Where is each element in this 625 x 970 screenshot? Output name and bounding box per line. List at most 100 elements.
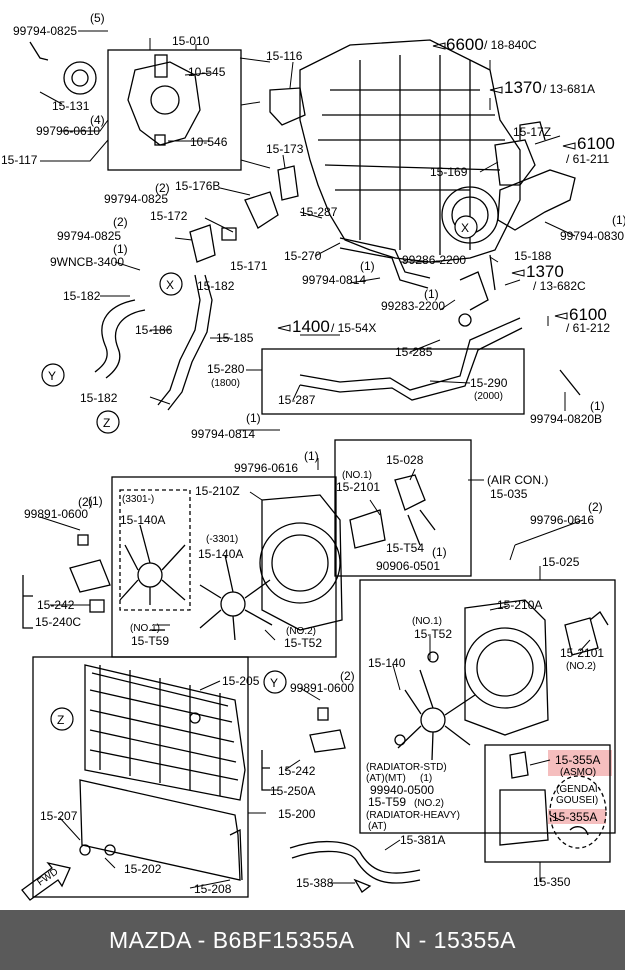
part-label: (GENDAI <box>556 784 598 795</box>
part-label: 15-010 <box>172 34 210 48</box>
fwd-arrow-icon: FWD <box>21 861 71 901</box>
part-label: 15-117 <box>1 153 38 167</box>
part-label: (1) <box>432 545 447 559</box>
part-label-15-355a-gendai: 15-355A <box>552 810 597 824</box>
reservoir-drawing <box>289 744 611 893</box>
footer-ref: N - 15355A <box>394 926 516 953</box>
part-label: 15-171 <box>230 259 268 273</box>
part-label: 15-210A <box>497 598 542 612</box>
part-label: 99794-0814 <box>191 427 255 441</box>
part-label: (1) <box>88 494 103 508</box>
callout-z-hose: Z <box>103 416 110 430</box>
part-label: 99794-0825 <box>57 229 121 243</box>
part-label: (NO.1) <box>130 623 160 634</box>
part-label: 99286-2200 <box>402 253 466 267</box>
part-label: 15-176B <box>175 179 220 193</box>
part-label: 15-140 <box>368 656 406 670</box>
part-label: 15-287 <box>300 205 338 219</box>
ref-6100-b-sub: / 61-212 <box>566 321 610 335</box>
part-label: 15-T59 <box>131 634 169 648</box>
bracket-drawings <box>22 534 346 791</box>
ref-1400: 1400 <box>292 317 330 336</box>
part-label: (1) <box>113 242 128 256</box>
part-label: (2) <box>588 500 603 514</box>
part-label: 99794-0825 <box>13 24 77 38</box>
part-label: 15-182 <box>197 279 235 293</box>
part-label-15-355a-asmo: 15-355A <box>555 753 600 767</box>
parts-diagram: X X Y Z Y Z 6600 / 18-840C 1370 / 13-681… <box>1 11 625 901</box>
part-label: (2000) <box>474 391 503 402</box>
part-label: 15-116 <box>266 49 303 63</box>
part-label: (AT) <box>368 821 387 832</box>
part-label: 15-250A <box>270 784 315 798</box>
ref-6600-sub: / 18-840C <box>484 38 537 52</box>
part-label: 15-188 <box>514 249 552 263</box>
part-label: (ASMO) <box>560 767 596 778</box>
part-label: 15-210Z <box>195 484 240 498</box>
footer-brand: MAZDA <box>109 926 191 953</box>
part-label: (5) <box>90 11 105 25</box>
part-label: (1) <box>304 449 319 463</box>
part-label: 99794-0830 <box>560 229 624 243</box>
part-label: 15-185 <box>216 331 254 345</box>
part-label: 15-205 <box>222 674 260 688</box>
part-label: 15-285 <box>395 345 433 359</box>
part-label: 15-2101 <box>560 646 604 660</box>
ref-6600: 6600 <box>446 35 484 54</box>
part-label: 15-172 <box>150 209 188 223</box>
part-label: 15-182 <box>80 391 118 405</box>
fwd-label: FWD <box>35 866 60 888</box>
part-label: 99794-0820B <box>530 412 602 426</box>
part-label: 15-280 <box>207 362 245 376</box>
engine-block-drawing <box>299 39 576 263</box>
part-number-footer: MAZDA - B6BF15355A N - 15355A <box>0 910 625 970</box>
ref-1370-a: 1370 <box>504 78 542 97</box>
part-label: (1) <box>612 213 625 227</box>
part-label: (4) <box>90 113 105 127</box>
highlight-15-355a-asmo <box>548 750 612 776</box>
part-label: (2) <box>113 215 128 229</box>
ref-1370-a-sub: / 13-681A <box>543 82 595 96</box>
part-label: 15-202 <box>124 862 162 876</box>
part-label: 10-545 <box>188 65 226 79</box>
part-label: (2) <box>78 495 93 509</box>
part-label: (RADIATOR-HEAVY) <box>366 810 460 821</box>
part-label: 15-388 <box>296 876 334 890</box>
part-label: (AIR CON.) <box>487 473 548 487</box>
part-label: 15-2101 <box>336 480 380 494</box>
footer-separator: - <box>190 926 213 953</box>
part-label: 15-173 <box>266 142 304 156</box>
part-label: 15-270 <box>284 249 322 263</box>
part-label: 99794-0825 <box>104 192 168 206</box>
footer-part-number: B6BF15355A <box>212 926 354 953</box>
part-label: 15-207 <box>40 809 78 823</box>
ref-1370-b-sub: / 13-682C <box>533 279 586 293</box>
part-label: 90906-0501 <box>376 559 440 573</box>
part-label: 15-131 <box>52 99 90 113</box>
ref-1400-sub: / 15-54X <box>331 321 376 335</box>
part-label: 15-200 <box>278 807 316 821</box>
callout-x-hose: X <box>166 278 174 292</box>
part-label: 15-035 <box>490 487 528 501</box>
part-label: 15-182 <box>63 289 101 303</box>
part-label: 99796-0616 <box>530 513 594 527</box>
part-label: 15-208 <box>194 882 232 896</box>
part-label: 15-140A <box>198 547 243 561</box>
part-label: 99794-0814 <box>302 273 366 287</box>
diagram-svg: X X Y Z Y Z 6600 / 18-840C 1370 / 13-681… <box>1 11 625 901</box>
water-pump-drawing <box>29 41 306 201</box>
part-label: (2) <box>155 181 170 195</box>
part-label: 15-381A <box>400 833 445 847</box>
part-label: (1800) <box>211 378 240 389</box>
part-label: 15-T59 <box>368 795 406 809</box>
part-label: (NO.2) <box>566 661 596 672</box>
part-label: 15-350 <box>533 875 571 889</box>
part-label: 15-028 <box>386 453 424 467</box>
part-label: 15-240C <box>35 615 81 629</box>
callout-y-hose: Y <box>48 369 56 383</box>
part-label: (NO.2) <box>286 626 316 637</box>
part-label: 15-242 <box>37 598 75 612</box>
part-label: 15-140A <box>120 513 165 527</box>
part-label: (1) <box>420 773 432 784</box>
part-label: 15-T54 <box>386 541 424 555</box>
